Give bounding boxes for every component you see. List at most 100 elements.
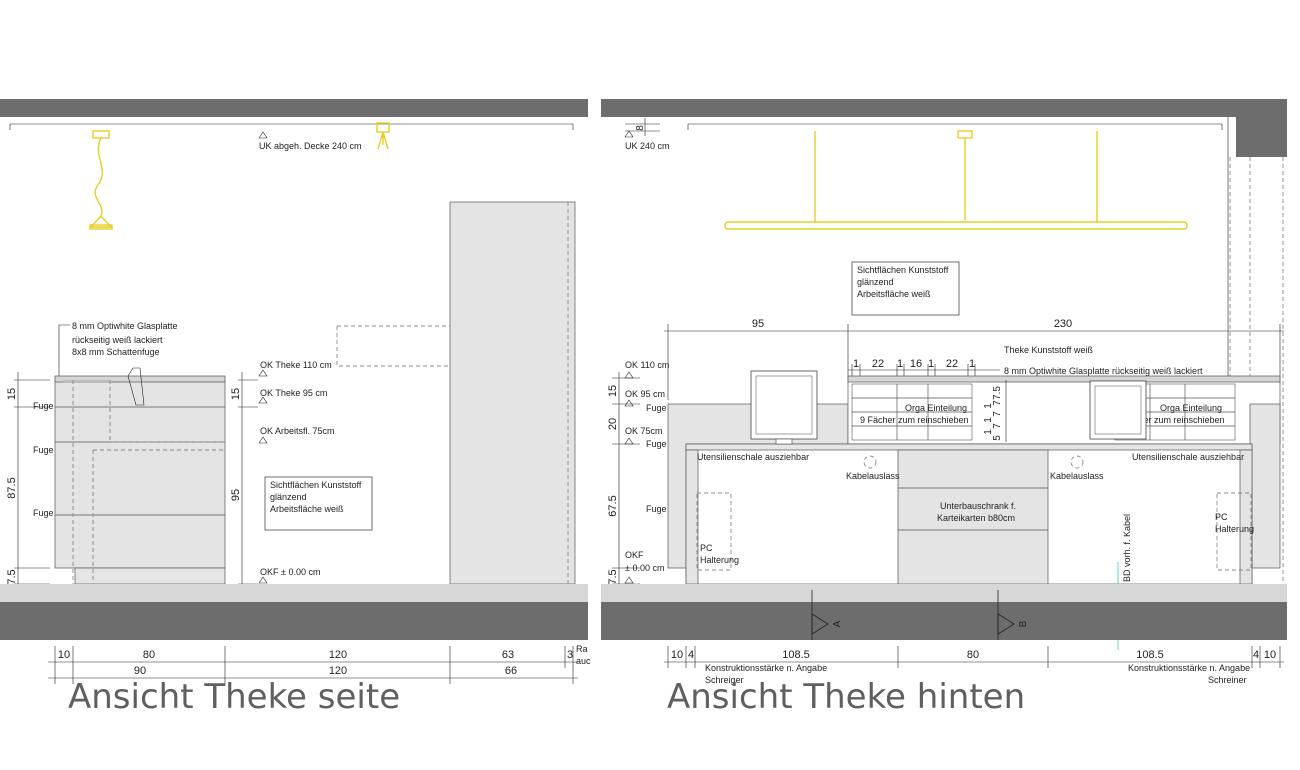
fuge-label: Fuge (33, 401, 54, 411)
dim-90: 90 (134, 665, 146, 677)
tall-cabinet (449, 201, 576, 585)
surface-note-line-3: Arbeitsfläche weiß (857, 289, 931, 299)
glass-note-line-1: 8 mm Optiwhite Glasplatte (72, 321, 178, 331)
edge-note-2: auc (576, 656, 591, 666)
dim-87-5: 87.5 (6, 477, 18, 498)
svg-text:7: 7 (992, 411, 1003, 417)
dim-230: 230 (1054, 318, 1072, 330)
dim-80: 80 (143, 649, 155, 661)
orga-dim: 22 (872, 358, 884, 370)
pc-right-line-1: PC (1215, 512, 1228, 522)
counter-plinth-left (74, 567, 226, 585)
construction-left-2: Schreiger (705, 675, 744, 685)
svg-text:7.5: 7.5 (992, 386, 1003, 400)
level-ok-theke-110: OK Theke 110 cm (260, 360, 332, 370)
right-view: 8 UK 240 cm Sichtflächen Kunststoff glän… (601, 99, 1287, 717)
suspended-ceiling-left (9, 123, 574, 130)
level-ok-95: OK 95 cm (625, 389, 665, 399)
orga-left-line-1: Orga Einteilung (905, 403, 967, 413)
dim-95: 95 (230, 489, 242, 501)
level-ok-arbeitsfl: OK Arbeitsfl. 75cm (260, 426, 335, 436)
glass-top-right (847, 375, 1281, 383)
linear-pendant-light-icon (724, 130, 1188, 230)
edge-note-1: Ra (576, 644, 588, 654)
view-title-left: Ansicht Theke seite (68, 677, 400, 717)
surface-note-line-1: Sichtflächen Kunststoff (857, 265, 949, 275)
cable-label-right: Kabelauslass (1050, 471, 1104, 481)
fuge-label: Fuge (33, 508, 54, 518)
top-dimensions-right: 95 230 (664, 318, 1284, 400)
svg-text:B: B (1018, 620, 1029, 627)
counter-label: Theke Kunststoff weiß (1004, 345, 1093, 355)
dim-15-rv: 15 (607, 385, 619, 397)
level-marker (258, 131, 268, 139)
dim-10: 10 (58, 649, 70, 661)
orga-right-line-2: 9 Fächer zum reinschieben (1116, 415, 1225, 425)
section-mark-b: B (997, 590, 1029, 640)
dim-67-5-rv: 67.5 (607, 495, 619, 516)
orga-left-line-2: 9 Fächer zum reinschieben (860, 415, 969, 425)
dim-7-5: 7.5 (6, 569, 18, 584)
svg-text:1: 1 (983, 403, 994, 409)
under-cabinet-line-1: Unterbauschrank f. (940, 501, 1016, 511)
ceiling-dim-8: 8 (635, 125, 646, 131)
level-ok-theke-95: OK Theke 95 cm (260, 388, 327, 398)
ceiling-beam (1236, 117, 1287, 157)
orga-shelf-left: Orga Einteilung 9 Fächer zum reinschiebe… (851, 383, 973, 441)
construction-left-1: Konstruktionsstärke n. Angabe (705, 663, 827, 673)
svg-text:7: 7 (992, 400, 1003, 406)
orga-dim: 16 (910, 358, 922, 370)
dim-15-right: 15 (230, 388, 242, 400)
dim-120: 120 (329, 649, 347, 661)
cable-outlet-icon (1070, 455, 1084, 469)
orga-dim: 22 (946, 358, 958, 370)
glass-note-line-3: 8x8 mm Schattenfuge (72, 347, 160, 357)
pc-right-line-2: Halterung (1215, 524, 1254, 534)
pc-left-line-2: Halterung (700, 555, 739, 565)
cable-outlet-icon (863, 455, 877, 469)
surface-note-box-right (851, 261, 960, 316)
dim-95-top: 95 (752, 318, 764, 330)
under-cabinet-line-2: Karteikarten b80cm (937, 513, 1015, 523)
counter-body-left (54, 379, 226, 569)
ceiling-slab-right (601, 99, 1287, 117)
level-okf: OKF ± 0.00 cm (260, 567, 320, 577)
orga-right-line-1: Orga Einteilung (1160, 403, 1222, 413)
svg-text:5: 5 (992, 435, 1003, 441)
cable-label-left: Kabelauslass (846, 471, 900, 481)
wall-cabinet-outline (336, 325, 450, 367)
dim-108-5-rv: 108.5 (782, 649, 810, 661)
svg-text:1: 1 (983, 429, 994, 435)
surface-note-box-left (264, 476, 373, 531)
ceiling-label-left: UK abgeh. Decke 240 cm (259, 141, 362, 151)
pc-holder-left (696, 492, 732, 571)
level-okf: OKF (625, 550, 644, 560)
surface-note-line-3: Arbeitsfläche weiß (270, 504, 344, 514)
orga-dim: 1 (928, 358, 934, 370)
utensil-label-right: Utensilienschale ausziehbar (1132, 452, 1244, 462)
svg-text:A: A (832, 620, 843, 627)
surface-note-line-2: glänzend (270, 492, 307, 502)
monitor-side-icon (127, 367, 145, 406)
glass-note-line-2: rückseitig weiß lackiert (72, 335, 163, 345)
surface-note-line-1: Sichtflächen Kunststoff (270, 480, 362, 490)
fuge-label: Fuge (33, 445, 54, 455)
fuge-label: Fuge (646, 403, 667, 413)
under-cabinet (897, 449, 1049, 585)
orga-dim: 1 (897, 358, 903, 370)
surface-note-line-2: glänzend (857, 277, 894, 287)
left-view: UK abgeh. Decke 240 cm (0, 99, 591, 717)
construction-right-1: Konstruktionsstärke n. Angabe (1128, 663, 1250, 673)
orga-dim: 1 (853, 358, 859, 370)
dim-20-rv: 20 (607, 418, 619, 430)
monitor-right-icon (1089, 380, 1147, 440)
construction-right-2: Schreiner (1208, 675, 1247, 685)
dim-108-5b-rv: 108.5 (1136, 649, 1164, 661)
glass-top-left (54, 375, 226, 383)
fuge-label: Fuge (646, 439, 667, 449)
dim-10-rv: 10 (671, 649, 683, 661)
fuge-label: Fuge (646, 504, 667, 514)
svg-text:1: 1 (983, 417, 994, 423)
dim-4b-rv: 4 (1253, 649, 1259, 661)
dim-15: 15 (6, 388, 18, 400)
